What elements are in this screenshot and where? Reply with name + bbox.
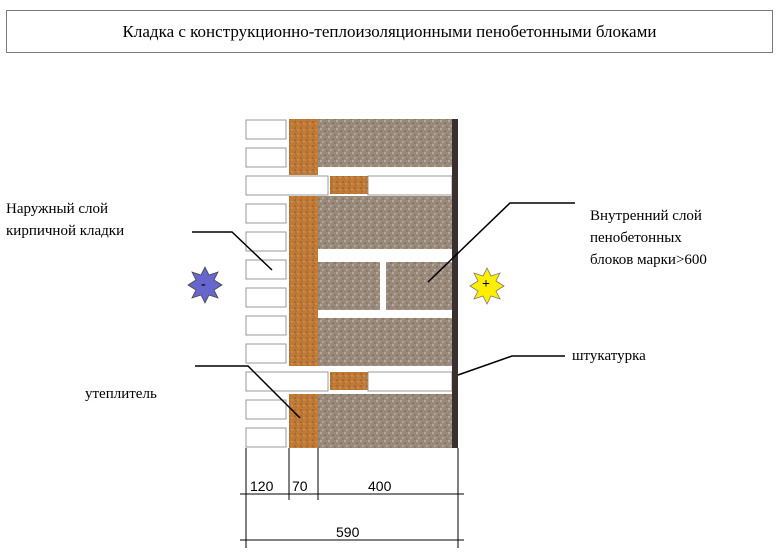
dim-insulation-label: 70 <box>292 478 308 494</box>
brick <box>245 315 287 336</box>
brick <box>245 203 287 224</box>
dim-block-label: 400 <box>368 478 392 494</box>
plus-star-icon <box>469 267 505 305</box>
leader-lines <box>192 202 575 419</box>
minus-symbol: - <box>201 277 206 292</box>
foam-block <box>318 318 452 366</box>
brick <box>245 343 287 364</box>
leader-outer-layer <box>192 231 273 271</box>
foam-block <box>318 119 452 167</box>
foam-block <box>318 196 452 249</box>
inner-layer-label-line3: блоков марки>600 <box>590 252 707 268</box>
outer-layer-label: Наружный слой кирпичной кладки <box>6 198 124 242</box>
foam-concrete-layer <box>318 119 452 448</box>
outer-layer-label-line2: кирпичной кладки <box>6 223 125 239</box>
insulation-insert <box>330 372 368 390</box>
brick <box>245 175 329 196</box>
brick <box>245 371 329 392</box>
outer-layer-label-line1: Наружный слой <box>6 201 109 217</box>
dim-total-label: 590 <box>336 524 360 540</box>
insulation-label: утеплитель <box>85 386 157 402</box>
brick <box>367 175 453 196</box>
brick <box>245 287 287 308</box>
plaster-layer <box>452 119 458 448</box>
insulation-layer <box>289 119 368 448</box>
brick <box>245 399 287 420</box>
leader-plaster <box>457 355 565 376</box>
minus-star-icon <box>187 266 223 304</box>
minus-sign <box>187 266 223 304</box>
leader-insulation <box>195 365 301 419</box>
brick <box>245 427 287 448</box>
foam-block <box>318 394 452 448</box>
insulation-strip <box>289 394 318 448</box>
leader-inner-layer <box>427 202 575 283</box>
insulation-strip <box>289 196 318 366</box>
brick <box>245 259 287 280</box>
plus-symbol: + <box>482 277 490 292</box>
brick-layer <box>245 119 453 448</box>
insulation-strip <box>289 119 318 175</box>
insulation-insert <box>330 176 368 194</box>
dim-brick-label: 120 <box>250 478 274 494</box>
inner-layer-label: Внутренний слой пенобетонных блоков марк… <box>590 205 707 271</box>
brick <box>245 231 287 252</box>
diagram-title: Кладка с конструкционно-теплоизоляционны… <box>6 10 773 53</box>
brick <box>245 119 287 140</box>
foam-block <box>318 262 380 310</box>
dimension-lines <box>240 448 464 548</box>
plus-sign <box>469 267 505 305</box>
inner-layer-label-line2: пенобетонных <box>590 230 682 246</box>
inner-layer-label-line1: Внутренний слой <box>590 208 702 224</box>
brick <box>367 371 453 392</box>
plaster-label: штукатурка <box>572 348 646 364</box>
brick <box>245 147 287 168</box>
